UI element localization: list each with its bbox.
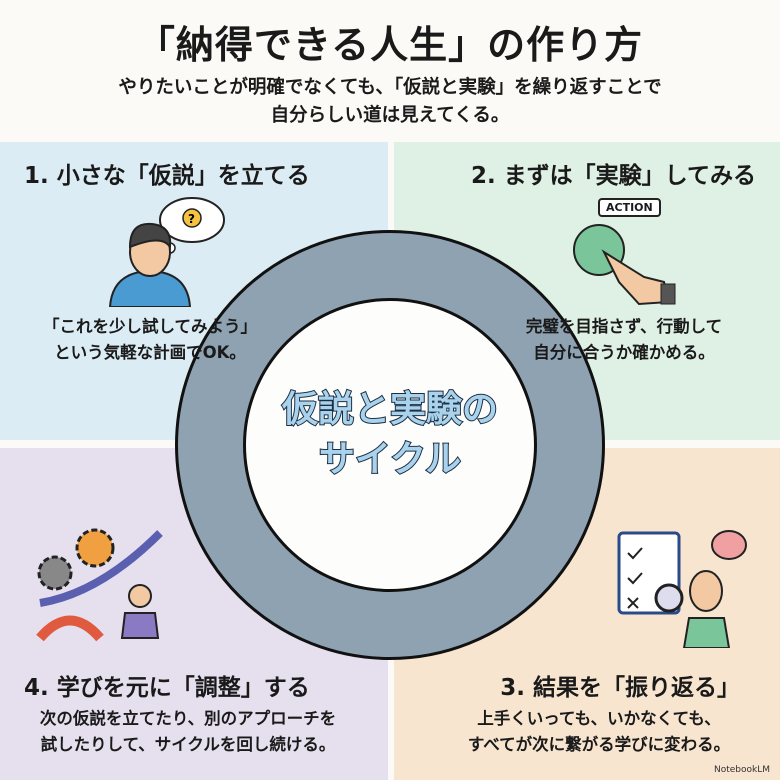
cycle-ring (175, 230, 605, 660)
subtitle-line: 自分らしい道は見えてくる。 (270, 105, 510, 126)
cycle-label-line: サイクル (318, 438, 462, 481)
cycle-label-line: 仮説と実験の (281, 388, 499, 431)
action-badge: ACTION (598, 198, 661, 217)
svg-text:?: ? (188, 212, 195, 226)
gears-growth-arrow-icon (36, 528, 163, 642)
action-button-hand-icon (573, 224, 676, 306)
cycle-label: 仮説と実験のサイクル (175, 385, 605, 485)
step-text-line: 試したりして、サイクルを回し続ける。 (40, 735, 336, 754)
step-text-line: 上手くいっても、いかなくても、 (477, 709, 721, 728)
subtitle: やりたいことが明確でなくても、「仮説と実験」を繰り返すことで自分らしい道は見えて… (0, 74, 780, 130)
cycle-ring-center (243, 298, 537, 592)
clipboard-magnifier-person-icon (617, 530, 747, 648)
step-text: 完璧を目指さず、行動して自分に合うか確かめる。 (504, 314, 744, 366)
notebooklm-logo: NotebookLM (713, 765, 770, 775)
step-text-line: という気軽な計画でOK。 (54, 343, 246, 362)
step-heading: 2. まずは「実験」してみる (470, 163, 756, 189)
step-text-line: すべてが次に繋がる学びに変わる。 (467, 735, 731, 754)
step-text: 上手くいっても、いかなくても、すべてが次に繋がる学びに変わる。 (434, 706, 764, 758)
subtitle-line: やりたいことが明確でなくても、「仮説と実験」を繰り返すことで (118, 77, 662, 98)
step-text-line: 「これを少し試してみよう」 (42, 317, 257, 336)
step-heading: 3. 結果を「振り返る」 (500, 675, 740, 701)
thinking-person-lightbulb-icon: ? (108, 197, 225, 307)
step-text: 「これを少し試してみよう」という気軽な計画でOK。 (30, 314, 270, 366)
step-text-line: 完璧を目指さず、行動して (525, 317, 723, 336)
page-title: 「納得できる人生」の作り方 (136, 23, 644, 67)
step-text-line: 次の仮説を立てたり、別のアプローチを (39, 709, 337, 728)
step-text-line: 自分に合うか確かめる。 (533, 343, 715, 362)
step-heading: 4. 学びを元に「調整」する (24, 675, 310, 701)
step-text: 次の仮説を立てたり、別のアプローチを試したりして、サイクルを回し続ける。 (18, 706, 358, 758)
step-heading: 1. 小さな「仮説」を立てる (24, 163, 310, 189)
